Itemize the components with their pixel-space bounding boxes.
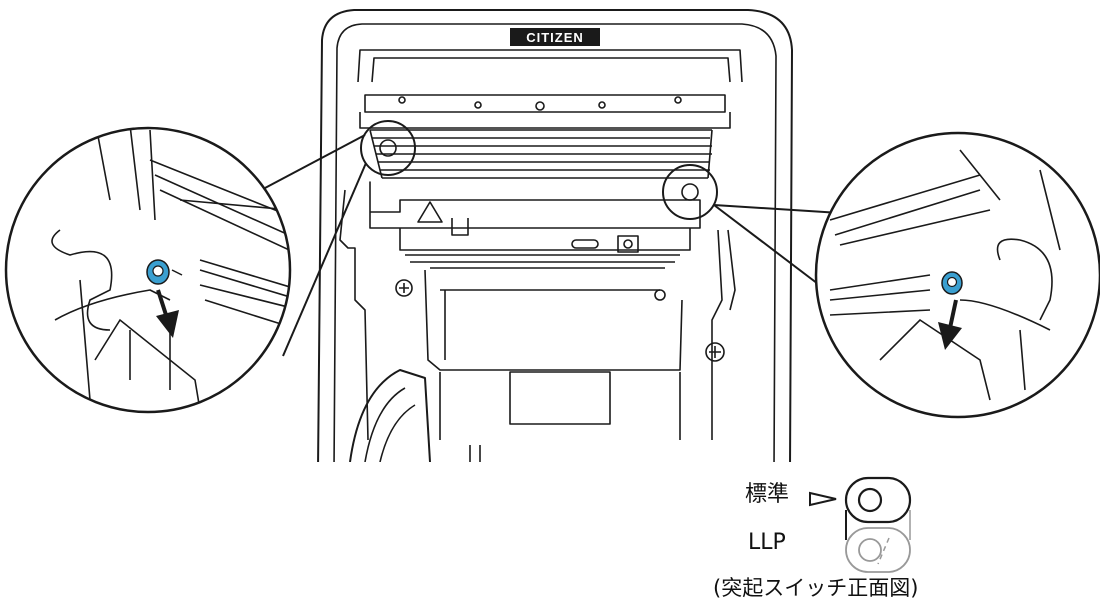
warning-triangle-icon [417,201,443,223]
adjustment-knob-right [941,271,963,295]
switch-caption: (突起スイッチ正面図) [713,576,919,600]
switch-legend [809,476,912,573]
printer-body: CITIZEN [317,9,793,462]
down-arrow-icon [938,299,962,350]
standard-label: 標準 [745,482,790,507]
adjustment-knob-left [146,259,183,285]
callout-lines [264,134,841,357]
brand-logo-text: CITIZEN [526,30,584,45]
pointer-arrow-icon [809,491,837,507]
down-arrow-icon [156,289,179,338]
zoom-detail-left [4,126,292,414]
screw-icon [705,342,725,362]
zoom-detail-right [814,131,1100,419]
llp-label: LLP [748,530,786,555]
screw-icon [395,279,413,297]
brand-logo: CITIZEN [510,28,600,46]
